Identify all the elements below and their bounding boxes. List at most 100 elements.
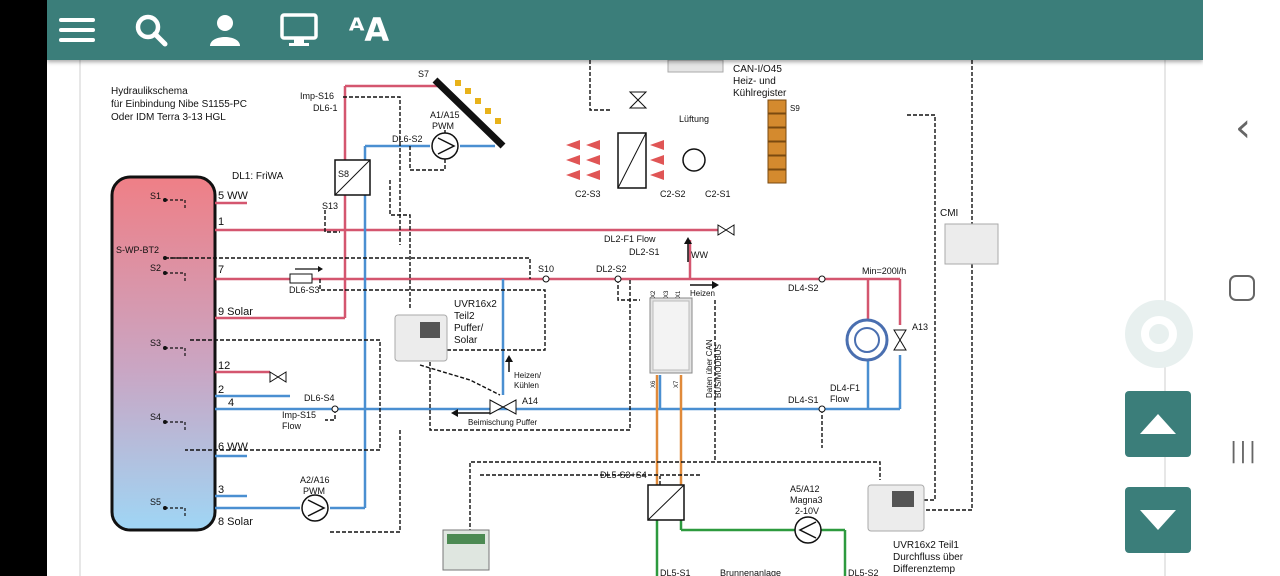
tank-sensor-s1: S1: [150, 191, 161, 201]
back-icon: ‹: [1235, 105, 1251, 151]
label-c2-s1: C2-S1: [705, 189, 731, 199]
mixing-valve-a14: [489, 399, 505, 415]
label-s8: S8: [338, 169, 349, 179]
label-can-1: CAN-I/O45: [733, 64, 782, 75]
arrow-up-icon: [1140, 414, 1176, 434]
scroll-down-button[interactable]: [1125, 487, 1191, 553]
label-dl5-s3-s4: DL5-S3+S4: [600, 470, 647, 480]
tank-sensor-s4: S4: [150, 412, 161, 422]
tank-port-9solar: 9 Solar: [218, 306, 253, 318]
label-s13: S13: [322, 201, 338, 211]
label-dl4-f1: DL4-F1: [830, 383, 860, 393]
label-dl1: DL1: FriWA: [232, 171, 284, 182]
tank-port-8solar: 8 Solar: [218, 516, 253, 528]
tank-port-3: 3: [218, 484, 224, 496]
hydraulic-diagram: Hydraulikschema für Einbindung Nibe S115…: [79, 59, 1166, 576]
label-dl6-s2: DL6-S2: [392, 134, 423, 144]
pump-a2: [301, 494, 329, 522]
label-a5-2: Magna3: [790, 495, 823, 505]
cmi-module: [944, 223, 999, 265]
tank-sensor-s3: S3: [150, 338, 161, 348]
label-a5-1: A5/A12: [790, 484, 820, 494]
tank-port-4: 4: [228, 397, 234, 409]
port-x1: X1: [676, 290, 682, 298]
tank-port-5ww: 5 WW: [218, 190, 249, 202]
label-flow-2: Flow: [282, 421, 302, 431]
label-dl6-s4: DL6-S4: [304, 393, 335, 403]
floating-action-circle[interactable]: [1125, 300, 1193, 368]
label-uvr-teil1-2: Durchfluss über: [893, 552, 964, 563]
nav-recents-button[interactable]: |||: [1229, 436, 1259, 466]
label-can-3: Kühlregister: [733, 88, 787, 99]
label-dl5-s2: DL5-S2: [848, 568, 879, 576]
menu-button[interactable]: [55, 8, 99, 52]
menu-icon: [59, 18, 95, 42]
left-black-bar: [0, 0, 47, 576]
tank-port-7: 7: [218, 264, 224, 276]
recents-icon: |||: [1229, 438, 1259, 464]
arrow-down-icon: [1140, 510, 1176, 530]
can-io-module: [667, 59, 724, 73]
search-icon: [135, 14, 168, 47]
label-dl4-s1: DL4-S1: [788, 395, 819, 405]
tank-sensor-s2: S2: [150, 263, 161, 273]
ring-icon: [1141, 316, 1177, 352]
nav-back-button[interactable]: ‹: [1228, 108, 1258, 148]
label-dl6-s3: DL6-S3: [289, 285, 320, 295]
label-imp-s16: Imp-S16: [300, 91, 334, 101]
label-a5-3: 2-10V: [795, 506, 819, 516]
port-x2: X2: [651, 290, 657, 298]
scroll-up-button[interactable]: [1125, 391, 1191, 457]
label-heizen-kuehlen-2: Kühlen: [514, 381, 539, 390]
pump-a1: [431, 132, 459, 160]
label-uvr-teil1-1: UVR16x2 Teil1: [893, 540, 959, 551]
label-s10: S10: [538, 264, 554, 274]
monitor-icon: [280, 13, 318, 46]
label-heizen-kuehlen-1: Heizen/: [514, 371, 542, 380]
label-brunnenanlage: Brunnenanlage: [720, 568, 781, 576]
display-button[interactable]: [277, 8, 321, 52]
search-button[interactable]: [129, 8, 173, 52]
label-uvr-teil2-3: Puffer/: [454, 323, 483, 334]
text-size-button[interactable]: ᴬA: [347, 8, 391, 52]
label-dl4-s2: DL4-S2: [788, 283, 819, 293]
tank-port-6ww: 6 WW: [218, 441, 249, 453]
label-dl2-f1: DL2-F1 Flow: [604, 234, 656, 244]
solar-collector: [432, 77, 506, 149]
tank-sensor-s5: S5: [150, 497, 161, 507]
label-c2-s2: C2-S2: [660, 189, 686, 199]
label-dl6-1: DL6-1: [313, 103, 338, 113]
label-dl5-s1: DL5-S1: [660, 568, 691, 576]
label-cmi: CMI: [940, 208, 958, 219]
label-can-2: Heiz- und: [733, 76, 776, 87]
label-a1-a15: A1/A15: [430, 110, 460, 120]
diagram-title-line-3: Oder IDM Terra 3-13 HGL: [111, 112, 226, 123]
storage-tank: [110, 175, 217, 532]
label-pwm-2: PWM: [303, 486, 325, 496]
port-x7: X7: [674, 380, 680, 388]
label-dl2-s2: DL2-S2: [596, 264, 627, 274]
label-dl2-s1: DL2-S1: [629, 247, 660, 257]
port-x6: X6: [651, 380, 657, 388]
label-c2-s3: C2-S3: [575, 189, 601, 199]
person-icon: [210, 15, 240, 46]
text-size-icon: ᴬA: [348, 11, 390, 49]
label-s7: S7: [418, 69, 429, 79]
nav-home-button[interactable]: [1229, 275, 1255, 301]
label-daten-1: Daten über CAN: [705, 339, 714, 398]
label-daten-2: BUS/MODBUS: [714, 344, 723, 398]
heat-cool-register: [767, 99, 787, 184]
tank-port-2: 2: [218, 384, 224, 396]
label-beimischung: Beimischung Puffer: [468, 418, 538, 427]
top-toolbar: ᴬA: [47, 0, 1203, 60]
diagram-viewer[interactable]: Hydraulikschema für Einbindung Nibe S115…: [47, 0, 1203, 576]
tank-port-12: 12: [218, 360, 230, 372]
label-uvr-teil2-1: UVR16x2: [454, 299, 497, 310]
label-min-flow: Min=200l/h: [862, 266, 906, 276]
diagram-title-line-2: für Einbindung Nibe S1155-PC: [111, 99, 247, 110]
profile-button[interactable]: [203, 8, 247, 52]
label-a2-a16: A2/A16: [300, 475, 330, 485]
label-uvr-teil1-3: Differenztemp: [893, 564, 956, 575]
tank-sensor-swpbt2: S-WP-BT2: [116, 245, 159, 255]
right-side-panel: ‹ |||: [1125, 0, 1280, 576]
